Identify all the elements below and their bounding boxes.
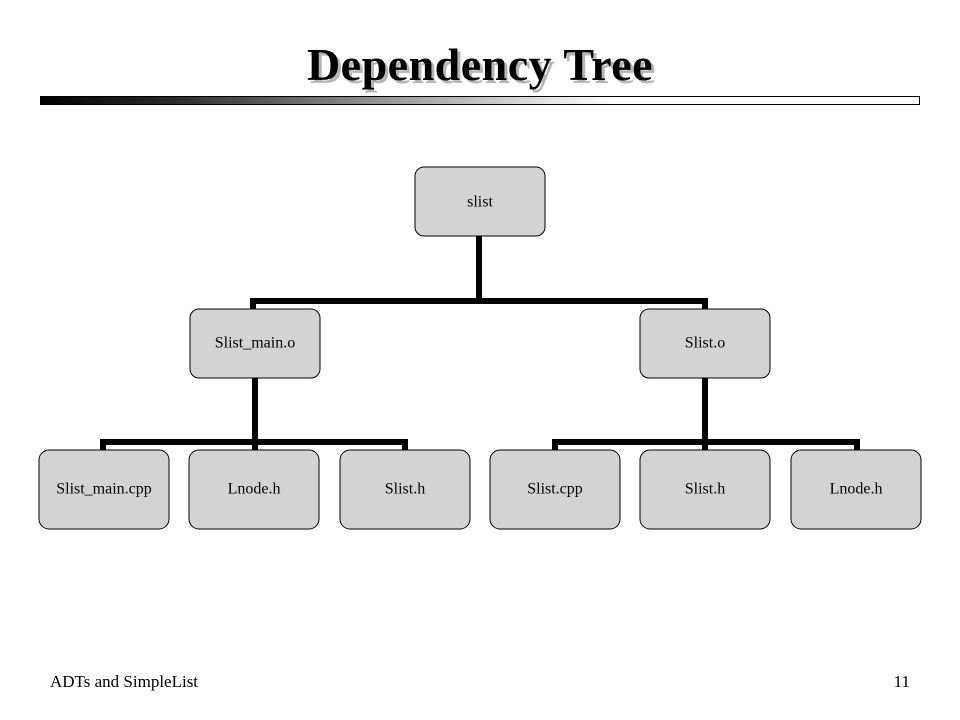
node-label: Lnode.h (830, 481, 883, 498)
node-label: Slist.cpp (527, 481, 583, 498)
node-label: slist (467, 194, 493, 211)
connector-left-drop-3 (402, 439, 408, 451)
node-slist-main-cpp: Slist_main.cpp (38, 449, 170, 530)
node-label: Lnode.h (228, 481, 281, 498)
node-label: Slist_main.cpp (56, 481, 152, 498)
connector-level1-drop-left (250, 298, 256, 310)
node-label: Slist.o (685, 335, 725, 352)
connector-left-bar (100, 439, 408, 445)
connector-right-drop-1 (552, 439, 558, 451)
node-slist-h-left: Slist.h (339, 449, 471, 530)
connector-right-drop-3 (854, 439, 860, 451)
connector-level1-drop-right (702, 298, 708, 310)
slide-title: Dependency Tree (306, 39, 654, 90)
node-label: Slist.h (385, 481, 425, 498)
node-slist: slist (414, 166, 546, 237)
title-underline-bar (40, 96, 920, 105)
footer-course-title: ADTs and SimpleList (50, 672, 199, 691)
node-lnode-h-right: Lnode.h (790, 449, 922, 530)
node-slist-h-right: Slist.h (639, 449, 771, 530)
node-label: Slist.h (685, 481, 725, 498)
connector-right-drop-2 (702, 439, 708, 451)
connector-left-stem (252, 377, 258, 442)
connector-right-bar (552, 439, 860, 445)
footer-page-number: 11 (893, 672, 910, 691)
connector-left-drop-2 (252, 439, 258, 451)
node-label: Slist_main.o (215, 335, 295, 352)
node-slist-main-o: Slist_main.o (189, 308, 321, 379)
connector-level1-bar (250, 298, 708, 304)
node-slist-cpp: Slist.cpp (489, 449, 621, 530)
connector-right-stem (702, 377, 708, 442)
node-lnode-h-left: Lnode.h (188, 449, 320, 530)
node-slist-o: Slist.o (639, 308, 771, 379)
connector-root-stem (476, 236, 482, 300)
connector-left-drop-1 (100, 439, 106, 451)
